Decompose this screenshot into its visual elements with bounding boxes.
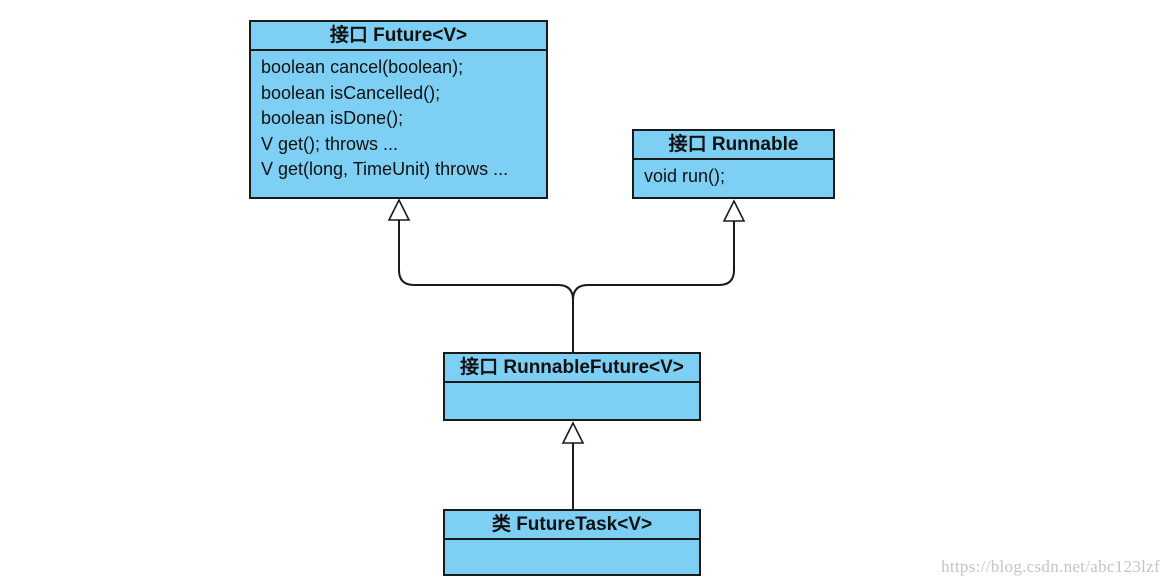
future-task-class-members [445, 540, 699, 544]
generalization-arrowhead-future [387, 198, 411, 221]
future-interface-box[interactable]: 接口 Future<V> boolean cancel(boolean); bo… [249, 20, 548, 199]
future-member-get-timeout: V get(long, TimeUnit) throws ... [261, 159, 509, 179]
future-interface-title: 接口 Future<V> [251, 22, 546, 51]
future-member-is-cancelled: boolean isCancelled(); [261, 82, 441, 103]
future-member-cancel: boolean cancel(boolean); [261, 57, 464, 77]
runnable-interface-box[interactable]: 接口 Runnable void run(); [632, 129, 835, 199]
runnable-interface-members: void run(); [634, 160, 833, 190]
future-member-is-done: boolean isDone(); [261, 108, 404, 128]
future-interface-members: boolean cancel(boolean); boolean isCance… [251, 51, 546, 183]
runnable-member-run: void run(); [644, 166, 726, 186]
future-task-class-title: 类 FutureTask<V> [445, 511, 699, 540]
edge-runnablefuture-to-runnable [572, 221, 735, 301]
future-task-class-box[interactable]: 类 FutureTask<V> [443, 509, 701, 576]
runnable-future-interface-box[interactable]: 接口 RunnableFuture<V> [443, 352, 701, 421]
runnable-interface-title: 接口 Runnable [634, 131, 833, 160]
runnable-future-interface-members [445, 383, 699, 387]
generalization-arrowhead-runnable [722, 199, 746, 222]
future-member-get: V get(); throws ... [261, 133, 399, 154]
generalization-arrowhead-runnablefuture [561, 421, 585, 444]
watermark-url: https://blog.csdn.net/abc123lzf [941, 557, 1160, 576]
runnable-future-interface-title: 接口 RunnableFuture<V> [445, 354, 699, 383]
edge-runnablefuture-to-future [398, 220, 574, 352]
